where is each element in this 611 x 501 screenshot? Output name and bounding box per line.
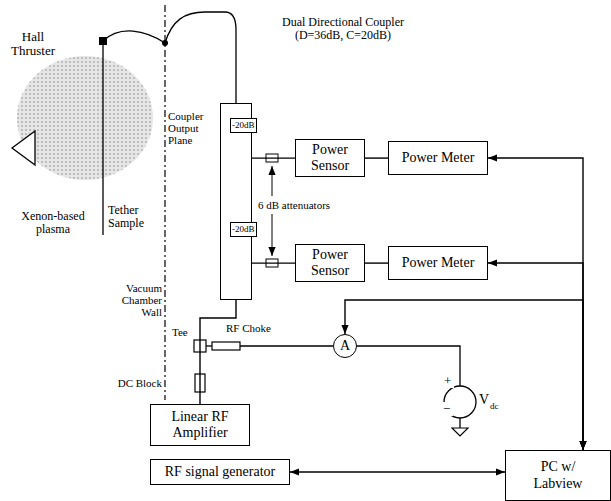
box-label: PC w/ Labview	[519, 459, 597, 491]
port-attenuation: -20dB	[230, 222, 257, 237]
part-label: Tether Sample	[108, 204, 160, 230]
device-box: Linear RF Amplifier	[150, 404, 250, 446]
signal-connector	[365, 262, 388, 263]
box-label: RF signal generator	[165, 464, 275, 480]
part-label: DC Block	[110, 377, 162, 389]
box-label: Power Meter	[402, 150, 475, 166]
port-attenuation: -20dB	[230, 118, 257, 133]
wire	[206, 345, 212, 346]
hall-thruster-symbol	[12, 131, 35, 165]
device-box: Power Sensor	[295, 244, 365, 282]
directional-coupler: -20dB-20dB	[220, 103, 252, 300]
connectors	[200, 158, 583, 472]
tether-line	[102, 43, 103, 235]
part-label: Hall Thruster	[2, 30, 64, 59]
signal-connector	[252, 262, 295, 263]
cable	[103, 31, 165, 43]
vacuum-wall	[164, 5, 165, 400]
box-label: Power Sensor	[300, 247, 360, 279]
wire	[459, 418, 460, 428]
part-label: −	[443, 402, 453, 416]
part-label: Coupler Output Plane	[168, 110, 218, 146]
leader-line	[272, 166, 273, 196]
rf-choke-symbol	[212, 342, 240, 350]
wire	[240, 345, 333, 346]
device-box: Power Sensor	[295, 139, 365, 177]
box-label: Linear RF Amplifier	[155, 409, 245, 441]
box-label: A	[340, 338, 350, 354]
ammeter-symbol: A	[333, 334, 357, 358]
signal-connector	[488, 263, 583, 450]
box-label: Power Sensor	[300, 142, 360, 174]
part-label: Vacuum Chamber Wall	[118, 282, 162, 318]
device-box: RF signal generator	[150, 459, 290, 485]
signal-connector	[200, 300, 236, 404]
part-label: Dual Directional Coupler (D=36dB, C=20dB…	[258, 16, 428, 42]
part-label: dc	[490, 402, 504, 412]
part-label: +	[444, 374, 454, 388]
voltage-source	[444, 386, 476, 418]
part-label: 6 dB attenuators	[258, 199, 368, 211]
signal-connector	[252, 157, 295, 158]
device-box: Power Meter	[388, 246, 488, 280]
part-label: Xenon-based plasma	[16, 210, 90, 236]
signal-connector	[365, 157, 388, 158]
plasma-stipple	[17, 56, 153, 180]
box-label: Power Meter	[402, 255, 475, 271]
part-label: Tee	[172, 326, 194, 338]
signal-connector	[345, 300, 583, 450]
part-label: RF Choke	[226, 322, 286, 334]
signal-connector	[290, 471, 505, 472]
ground-symbol	[452, 428, 468, 436]
signal-connector	[488, 158, 583, 450]
leader-line	[272, 214, 273, 256]
plasma-cloud	[17, 56, 153, 180]
device-box: PC w/ Labview	[505, 450, 611, 501]
device-box: Power Meter	[388, 141, 488, 175]
cable	[165, 12, 236, 103]
